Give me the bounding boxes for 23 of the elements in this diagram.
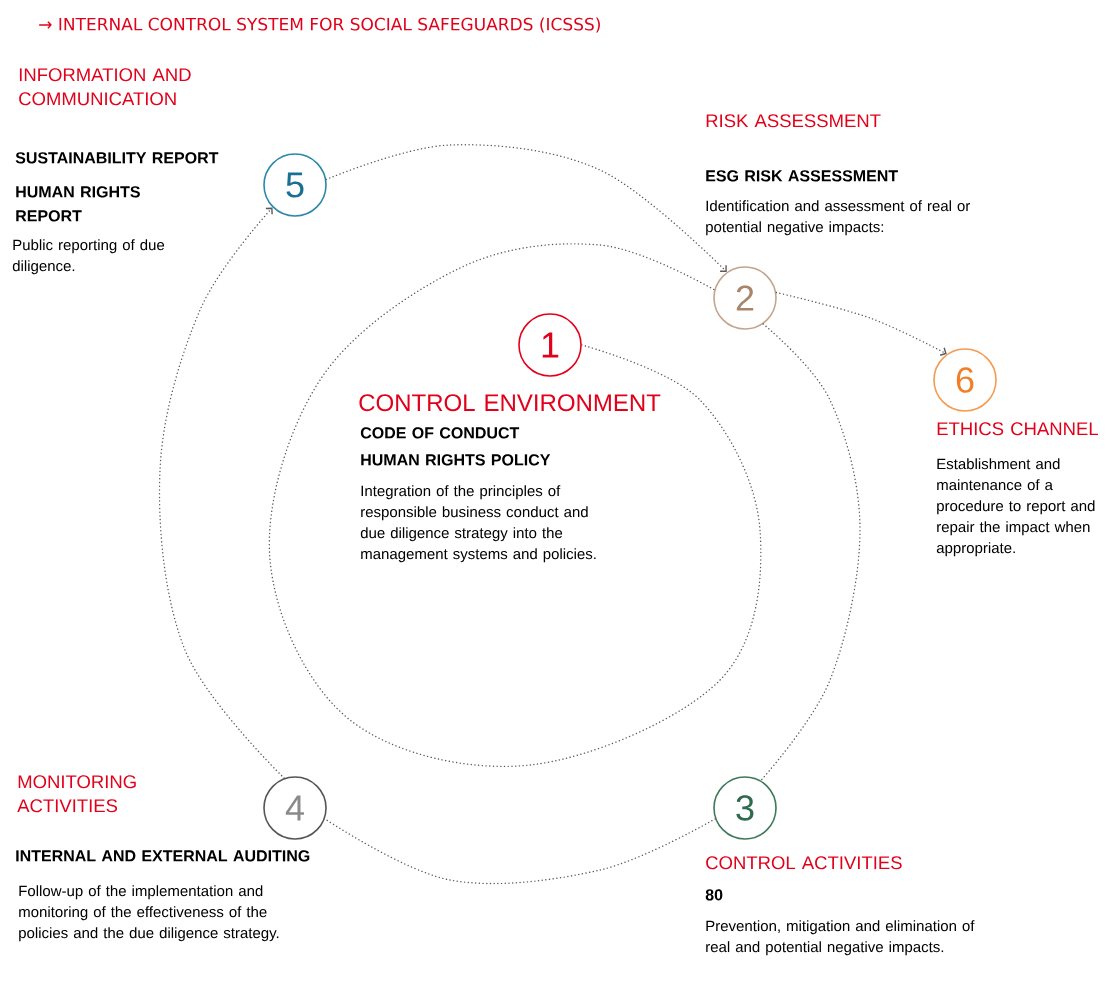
description-text: Establishment and maintenance of a procedure to report and repair the impact when appropriate. (936, 458, 1095, 557)
section-heading: RISK ASSESSMENT (706, 114, 881, 128)
dotted-arrow (158, 207, 285, 779)
section-heading: CONTROL ACTIVITIES (706, 856, 902, 870)
subheading: HUMAN RIGHTS POLICY (361, 454, 551, 466)
subheading: INTERNAL AND EXTERNAL AUDITING (16, 850, 310, 862)
section-heading: CONTROL ENVIRONMENT (359, 394, 661, 412)
dotted-arrow (325, 144, 727, 272)
section-heading: ETHICS CHANNEL (937, 422, 1098, 436)
subheading: SUSTAINABILITY REPORT (15, 152, 219, 164)
title: → INTERNAL CONTROL SYSTEM FOR SOCIAL SAFEGUARDS (ICSSS) (39, 17, 600, 33)
description-text: Identification and assessment of real or potential negative impacts: (706, 200, 971, 236)
section-heading: INFORMATION AND COMMUNICATION (19, 68, 191, 106)
description-text: Follow-up of the implementation and monitoring of the effectiveness of the policies and the due diligence strategy. (19, 885, 279, 942)
subheading: 80 (705, 889, 723, 901)
subheading: HUMAN RIGHTS REPORT (16, 186, 140, 222)
dotted-arrow (775, 291, 947, 356)
description-text: Prevention, mitigation and elimination of real and potential negative impacts. (706, 920, 975, 956)
section-heading: MONITORING ACTIVITIES (17, 775, 136, 813)
subheading: ESG RISK ASSESSMENT (706, 170, 898, 182)
description-text: Public reporting of due diligence. (12, 239, 165, 275)
description-text: Integration of the principles of responsible business conduct and due diligence strategy into the management systems and policies. (360, 485, 596, 563)
subheading: CODE OF CONDUCT (360, 427, 520, 439)
